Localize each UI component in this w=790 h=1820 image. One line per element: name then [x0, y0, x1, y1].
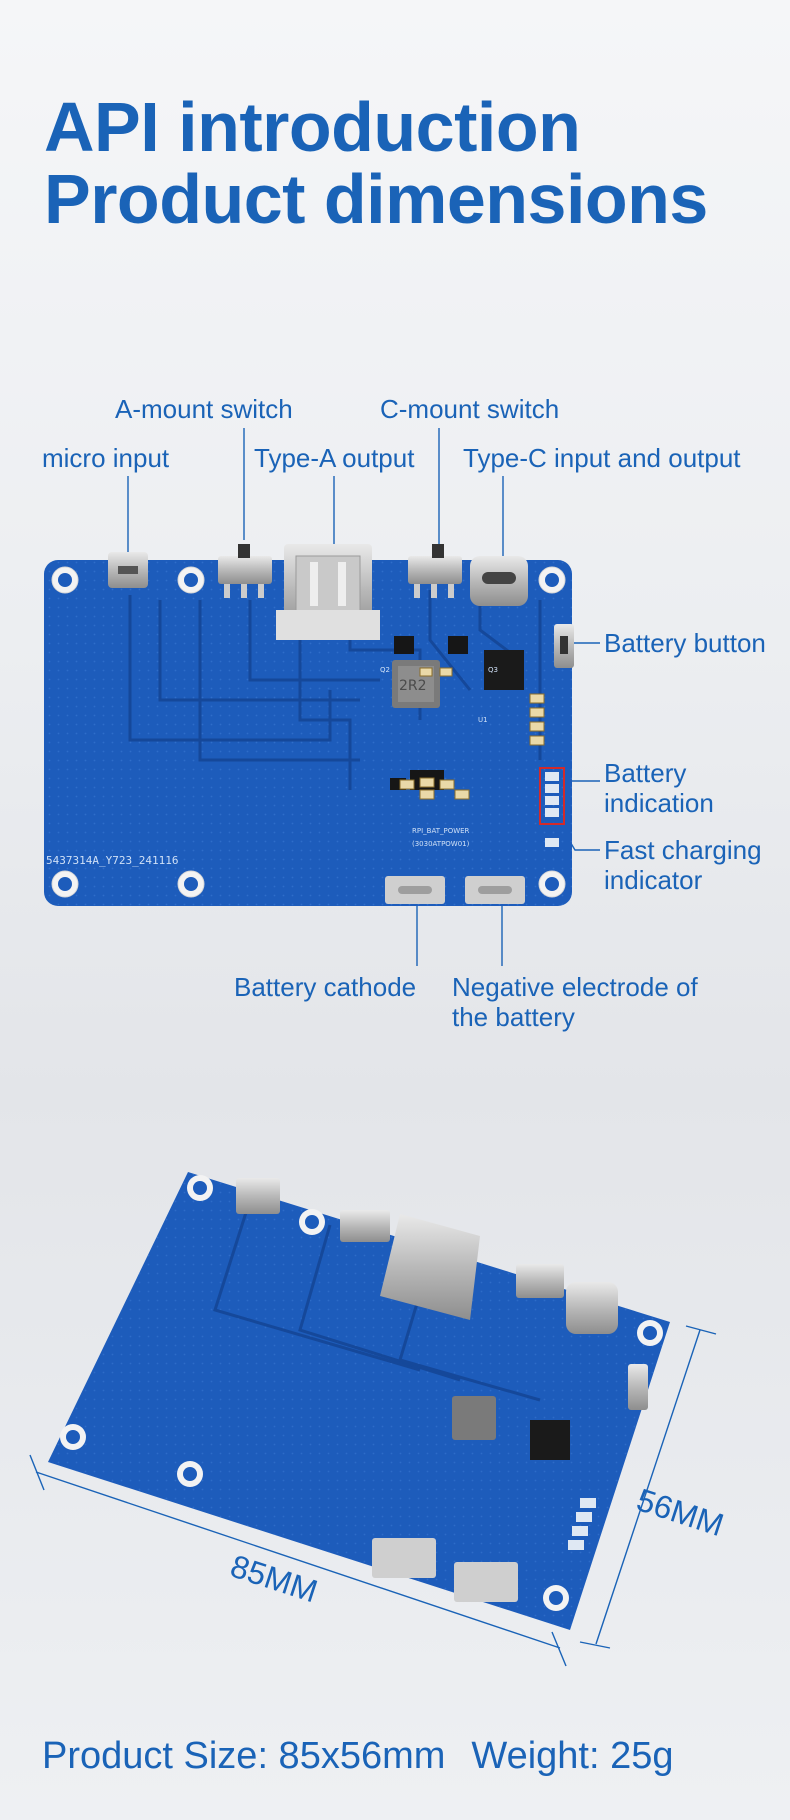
type-c-port — [470, 556, 528, 606]
pcb-components — [385, 636, 565, 904]
inductor-label: 2R2 — [399, 678, 427, 694]
board-angled-view — [29, 1172, 717, 1667]
page-title-line2: Product dimensions — [44, 160, 708, 238]
battery-button — [554, 624, 574, 668]
page-title-line1: API introduction — [44, 88, 581, 166]
footer-specs: Product Size: 85x56mm Weight: 25g — [42, 1735, 674, 1778]
type-a-port — [276, 544, 380, 640]
label-negative-electrode: Negative electrode of the battery — [452, 972, 698, 1032]
label-battery-indication: Battery indication — [604, 758, 714, 818]
silk-code: 5437314A_Y723_241116 — [46, 854, 178, 867]
a-mount-switch — [218, 544, 272, 598]
footer-weight: Weight: 25g — [471, 1735, 674, 1777]
c-mount-switch — [408, 544, 462, 598]
label-type-a-output: Type-A output — [254, 443, 415, 473]
footer-size: Product Size: 85x56mm — [42, 1735, 446, 1777]
dimension-width: 56MM — [632, 1481, 728, 1543]
silk-model: (3030ATPOW01) — [412, 840, 470, 848]
label-micro-input: micro input — [42, 443, 170, 473]
ref-q3: Q3 — [488, 666, 498, 674]
label-c-mount-switch: C-mount switch — [380, 394, 560, 424]
ref-q2: Q2 — [380, 666, 390, 674]
silk-name: RPI_BAT_POWER — [412, 827, 470, 835]
micro-usb-port — [108, 552, 148, 588]
pcb-front — [44, 544, 574, 906]
ref-u1: U1 — [478, 716, 488, 724]
label-battery-cathode: Battery cathode — [234, 972, 417, 1002]
dimension-length: 85MM — [226, 1548, 322, 1610]
label-battery-button: Battery button — [604, 628, 766, 658]
label-type-c: Type-C input and output — [463, 443, 741, 473]
label-fast-charging: Fast charging indicator — [604, 835, 762, 895]
label-a-mount-switch: A-mount switch — [115, 394, 293, 424]
